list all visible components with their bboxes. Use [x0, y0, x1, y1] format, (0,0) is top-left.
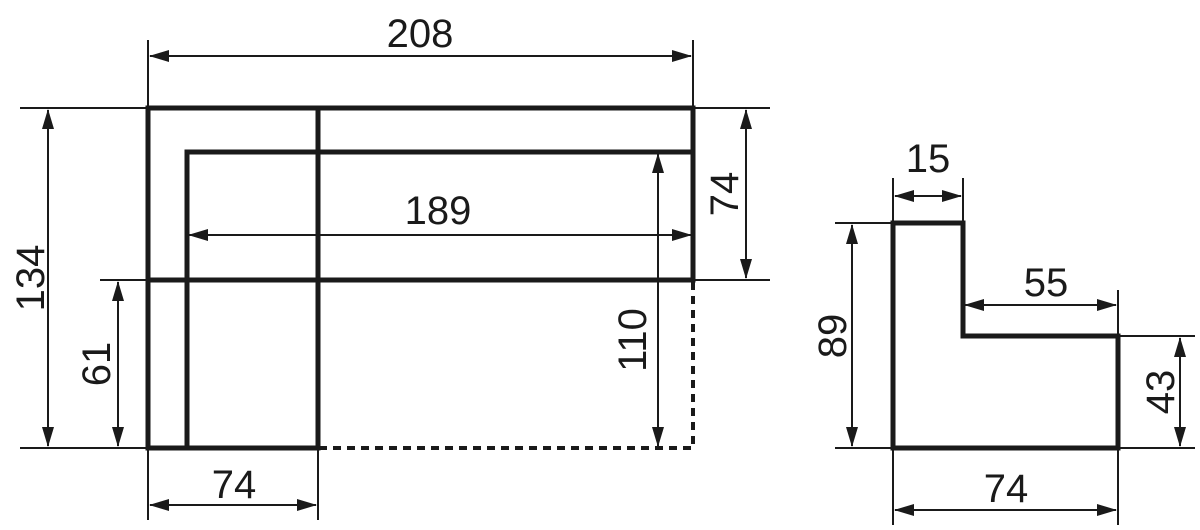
sofa-side-profile: 15 55 89 43 74 — [811, 137, 1195, 525]
dim-label-seat-height: 43 — [1139, 370, 1183, 415]
dim-label-inner-width: 189 — [405, 189, 472, 233]
dim-label-total-width: 208 — [387, 12, 454, 56]
dim-label-total-length: 134 — [9, 245, 53, 312]
profile-outline — [890, 220, 1121, 451]
dim-label-chaise-length: 110 — [611, 308, 655, 372]
dim-label-total-depth: 74 — [984, 467, 1029, 511]
dim-label-seat-depth: 55 — [1024, 261, 1069, 305]
dim-label-arm-width: 15 — [906, 137, 951, 181]
sofa-top-view: 208 189 74 134 61 110 74 — [9, 12, 770, 520]
dim-label-total-height: 89 — [811, 314, 855, 359]
dim-label-depth: 74 — [703, 172, 747, 217]
dim-label-corner-length: 61 — [75, 342, 119, 387]
dim-label-chaise-width: 74 — [212, 463, 257, 507]
sofa-backrest-inner-line — [184, 149, 693, 448]
